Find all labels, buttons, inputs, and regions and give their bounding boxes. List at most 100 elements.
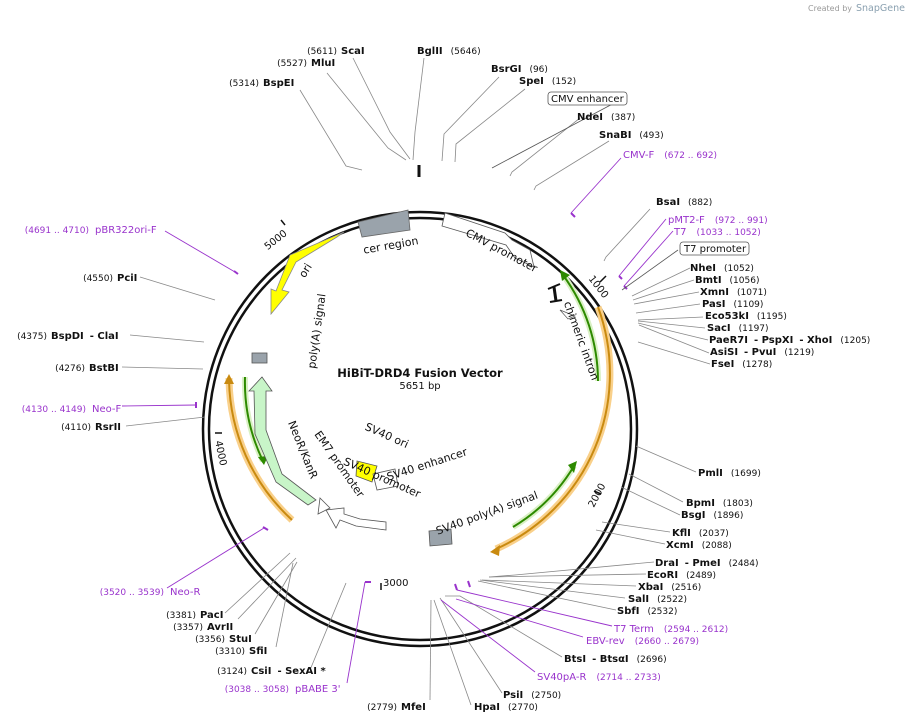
enzyme-position: (4110)	[61, 423, 91, 433]
enzyme-position: (1109)	[733, 300, 763, 310]
tick-2000: 2000	[587, 482, 609, 510]
primer-position: (1033 .. 1052)	[696, 228, 760, 238]
enzyme-position: (4375)	[17, 332, 47, 342]
primer-ebvrev: EBV-rev (2660 .. 2679)	[586, 636, 699, 647]
enzyme-site-pcii: (4550) PciI	[83, 273, 137, 284]
enzyme-name: SalI	[628, 594, 649, 605]
backbone-inner	[207, 216, 633, 642]
enzyme-site-xbai: XbaI(2516)	[638, 582, 701, 593]
enzyme-site-drai: DraI- PmeI(2484)	[655, 558, 759, 569]
enzyme-name: BstBI	[89, 363, 119, 374]
enzyme-name: PmlI	[698, 468, 723, 479]
label-polya-signal: poly(A) signal	[305, 293, 328, 369]
sv40-polya-bar	[428, 528, 453, 547]
primer-position: (2714 .. 2733)	[596, 673, 660, 683]
enzyme-site-eco53ki: Eco53kI(1195)	[705, 311, 787, 322]
enzyme-position: (5611)	[307, 47, 337, 57]
primer-position: (672 .. 692)	[664, 151, 717, 161]
label-neor-kanr: NeoR/KanR	[285, 419, 320, 481]
enzyme-name: BsgI	[681, 510, 705, 521]
enzyme-position: (2696)	[637, 655, 667, 665]
primer-position: (3520 .. 3539)	[100, 588, 164, 598]
enzyme-name: SacI	[707, 323, 731, 334]
tick-1000: 1000	[586, 274, 610, 301]
enzyme-name: AsiSI	[710, 347, 738, 358]
enzyme-name-extra: - SexAI *	[277, 666, 326, 677]
enzyme-site-paci: (3381) PacI	[166, 610, 223, 621]
enzyme-name: SnaBI	[599, 130, 631, 141]
tick-5000: 5000	[263, 228, 290, 252]
primer-position: (2660 .. 2679)	[635, 637, 699, 647]
enzyme-position: (5646)	[451, 47, 481, 57]
chimeric-intron-mark	[547, 283, 561, 290]
enzyme-name: XmnI	[700, 287, 729, 298]
sv40-promoter-arrow	[325, 507, 387, 531]
primer-pbabe3: (3038 .. 3058)pBABE 3'	[225, 684, 341, 695]
enzyme-name: BglII	[417, 46, 443, 57]
enzyme-position: (3357)	[173, 623, 203, 633]
primer-neor: (3520 .. 3539)Neo-R	[100, 587, 201, 598]
enzyme-position: (1197)	[739, 324, 769, 334]
enzyme-site-bspdi: (4375)BspDI- ClaI	[17, 331, 119, 342]
cer-region-bar	[357, 209, 411, 238]
enzyme-site-snabi: SnaBI(493)	[599, 130, 664, 141]
enzyme-site-bmti: BmtI(1056)	[695, 275, 759, 286]
enzyme-position: (1071)	[737, 288, 767, 298]
enzyme-site-paer7i: PaeR7I- PspXI- XhoI(1205)	[709, 335, 870, 346]
em7-promoter-arrow	[317, 497, 331, 515]
primer-position: (4691 .. 4710)	[25, 226, 89, 236]
enzyme-name: NheI	[690, 263, 716, 274]
primer-name: EBV-rev	[586, 636, 625, 647]
enzyme-name: RsrII	[95, 422, 121, 433]
scale-ticks: 1000 2000 3000 4000 5000	[212, 219, 610, 590]
credit-text: Created by	[808, 4, 852, 13]
enzyme-name-extra: - BtsαI	[592, 654, 629, 665]
primer-t7term: T7 Term(2594 .. 2612)	[613, 624, 728, 635]
enzyme-name: BpmI	[686, 498, 715, 509]
map-length: 5651 bp	[399, 381, 440, 392]
enzyme-name: PacI	[200, 610, 223, 621]
enzyme-position: (96)	[529, 65, 547, 75]
enzyme-position: (4550)	[83, 274, 113, 284]
primer-name: pMT2-F	[668, 215, 705, 226]
enzyme-site-ncoi: NheI (1052)	[690, 263, 754, 274]
label-t7-promoter: T7 promoter	[683, 244, 747, 255]
enzyme-name: BmtI	[695, 275, 722, 286]
enzyme-name: BtsI	[564, 654, 586, 665]
enzyme-site-ecori: EcoRI(2489)	[647, 570, 716, 581]
primer-name: Neo-F	[92, 404, 122, 415]
enzyme-name-extra: - ClaI	[90, 331, 119, 342]
primer-labels: CMV-F(672 .. 692)pMT2-F(972 .. 991)T7(10…	[22, 150, 768, 695]
primer-neof: (4130 .. 4149)Neo-F	[22, 404, 122, 415]
label-cmv-enhancer: CMV enhancer	[551, 94, 625, 105]
enzyme-position: (2516)	[671, 583, 701, 593]
enzyme-position: (3310)	[215, 647, 245, 657]
polya-signal-bar	[251, 352, 268, 364]
enzyme-site-sfii: (3310)SfiI	[215, 646, 267, 657]
primer-sv40par: SV40pA-R(2714 .. 2733)	[537, 672, 661, 683]
enzyme-position: (2770)	[508, 703, 538, 713]
enzyme-site-sali: SalI(2522)	[628, 594, 687, 605]
enzyme-site-pmli: PmlI(1699)	[698, 468, 761, 479]
enzyme-site-saci: SacI (1197)	[707, 323, 769, 334]
leader-lines	[121, 57, 711, 706]
enzyme-site-scai: (5611)ScaI	[307, 46, 365, 57]
enzyme-site-kfli: KflI(2037)	[672, 528, 729, 539]
enzyme-position: (5527)	[277, 59, 307, 69]
snapgene-logo: SnapGene	[856, 3, 905, 14]
enzyme-name: BsaI	[656, 197, 680, 208]
enzyme-name: SpeI	[519, 76, 544, 87]
enzyme-position: (2484)	[729, 559, 759, 569]
enzyme-name-extra: - PspXI	[754, 335, 793, 346]
ori-arrow	[270, 231, 345, 316]
enzyme-position: (3381)	[166, 611, 196, 621]
enzyme-position: (1052)	[724, 264, 754, 274]
enzyme-name: DraI	[655, 558, 679, 569]
enzyme-name: PciI	[117, 273, 137, 284]
enzyme-position: (152)	[552, 77, 576, 87]
enzyme-name-extra: - XhoI	[799, 335, 832, 346]
enzyme-site-asisi: AsiSI- PvuI(1219)	[710, 347, 814, 358]
enzyme-position: (2750)	[531, 691, 561, 701]
enzyme-site-bpmi: BpmI(1803)	[686, 498, 753, 509]
enzyme-name: HpaI	[474, 702, 500, 713]
